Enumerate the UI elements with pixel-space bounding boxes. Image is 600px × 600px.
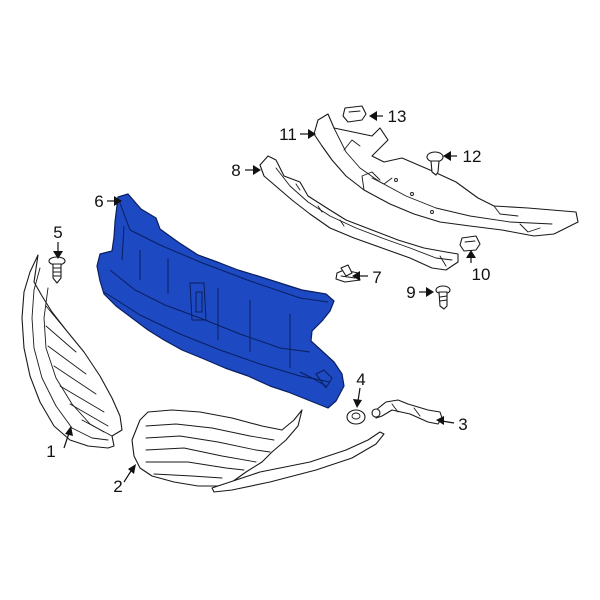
callout-11: 11 <box>279 125 297 144</box>
callout-labels: 1 2 3 4 5 6 7 8 9 10 11 12 13 <box>46 107 490 496</box>
lower-grille-part <box>131 409 385 493</box>
leader-lines <box>53 111 476 483</box>
grommet-4 <box>346 409 366 425</box>
callout-12: 12 <box>463 147 482 166</box>
callout-3: 3 <box>458 415 467 434</box>
clip-10 <box>459 235 481 252</box>
callout-10: 10 <box>472 265 491 284</box>
clip-13 <box>342 105 367 123</box>
radiator-cover-part <box>313 113 579 237</box>
retainer-12 <box>426 151 444 176</box>
callout-6: 6 <box>94 192 103 211</box>
callout-2: 2 <box>113 477 122 496</box>
callout-7: 7 <box>372 268 381 287</box>
callout-1: 1 <box>46 442 55 461</box>
callout-9: 9 <box>406 283 415 302</box>
callout-5: 5 <box>53 223 62 242</box>
upper-bracket-part <box>259 155 459 271</box>
screw-9 <box>435 285 451 310</box>
callout-4: 4 <box>356 370 365 389</box>
callout-8: 8 <box>231 161 240 180</box>
grille-reinforcement-part <box>96 193 345 409</box>
grille-part <box>21 254 123 449</box>
bolt-5 <box>48 256 66 284</box>
bracket-3 <box>371 399 443 425</box>
callout-13: 13 <box>388 107 407 126</box>
highlighted-part-6 <box>96 193 345 409</box>
